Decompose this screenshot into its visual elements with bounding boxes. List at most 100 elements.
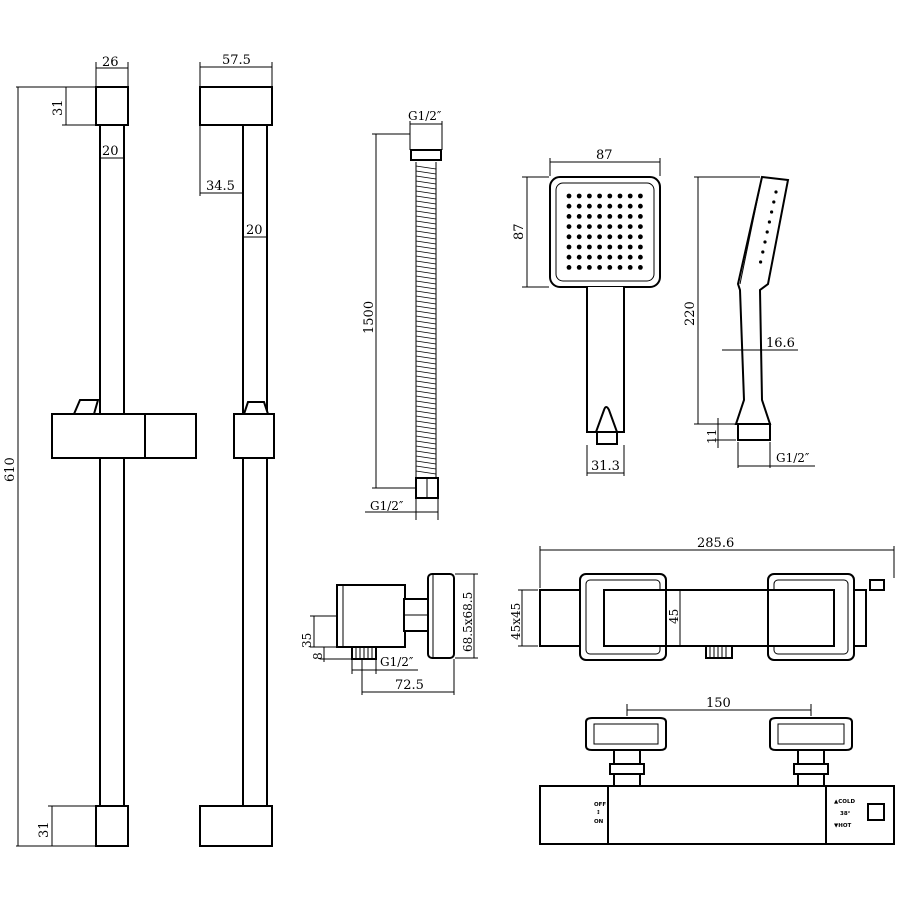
hose-rib [415,410,437,415]
dim-valve-length: 285.6 [697,536,734,551]
hose-rib [415,450,437,455]
hose-rib [415,260,437,265]
hose-rib [415,335,437,340]
valve-top-view [539,573,885,661]
nozzle-dot [587,214,592,219]
hose-rib [415,295,437,300]
side-top-bracket [199,86,273,126]
label-off: OFF [594,802,606,808]
nozzle-dot [607,234,613,240]
nozzle-dot [597,234,602,240]
valve-body-centre [607,785,827,845]
nozzle-dot [576,254,582,260]
hose-rib [415,390,437,395]
hose-rib [415,425,437,430]
handset-side-connector [737,423,771,441]
valve-handle-right-hub [767,589,835,647]
nozzle-dot [566,254,572,260]
hose-rib [415,230,437,235]
nozzle-dot [587,234,592,240]
hose-rib [415,175,437,180]
nozzle-dot [587,244,592,250]
dim-total-height: 610 [3,457,18,482]
nozzle-dot [617,193,623,199]
nozzle-dot [627,203,633,209]
nozzle-dot [597,203,602,209]
hose-rib [415,190,437,195]
hose-rib [415,165,437,170]
dim-hose-length: 1500 [362,301,377,334]
dim-valve-body-height: 45 [667,609,681,624]
nozzle-dot [597,244,602,250]
hose-rib [415,250,437,255]
side-nozzle-dot [761,250,765,254]
side-nozzle-dot [763,240,767,244]
hose-rib [415,240,437,245]
spray-nozzles [566,193,643,270]
nozzle-dot [617,254,623,260]
side-nozzle-dot [770,210,774,214]
label-on: ON [594,819,604,825]
elbow-dimensions: 35 8 G1/2″ 72.5 68.5x68.5 [300,573,478,695]
nozzle-dot [627,214,633,219]
side-slider-holder [242,401,270,415]
hose-rib [415,380,437,385]
hand-shower-side [734,175,790,441]
nozzle-dot [638,234,643,240]
nozzle-dot [597,265,602,270]
nozzle-dot [627,265,633,270]
nozzle-dot [566,224,572,230]
dim-valve-profile: 45x45 [509,603,523,640]
hose-rib [415,285,437,290]
riser-slider [51,413,197,459]
side-nozzle-dot [772,200,776,204]
hose-rib [415,275,437,280]
hose-rib [415,465,437,470]
valve-top-cap [869,579,885,591]
hose-rib [415,460,437,465]
dim-connector-height: 11 [705,429,719,444]
nozzle-dot [576,214,582,219]
hose-rib [415,440,437,445]
nozzle-dot [627,254,633,260]
nozzle-dot [566,193,572,199]
nozzle-dot [566,265,572,270]
nozzle-dot [576,224,582,230]
nozzle-dot [638,224,643,230]
hose-rib [415,195,437,200]
nozzle-dot [638,193,643,199]
hose-rib [415,220,437,225]
hose-rib [415,470,437,475]
dim-side-depth: 57.5 [222,53,251,68]
nozzle-dot [597,254,602,260]
riser-rail-front [51,86,197,847]
dim-elbow-thread: G1/2″ [380,655,414,669]
nozzle-dot [587,265,592,270]
side-nozzle-dot [767,220,772,224]
elbow-body [336,584,406,648]
dim-hose-bottom-thread: G1/2″ [370,499,404,513]
valve-front-handle-left [585,717,667,751]
nozzle-dot [617,214,623,219]
slider-holder [72,399,100,415]
label-cold: ▲COLD [834,799,855,805]
dim-bar-diameter: 20 [102,144,119,159]
hose-rib [415,235,437,240]
nozzle-dot [587,224,592,230]
nozzle-dot [638,265,643,270]
outlet-elbow [336,573,455,660]
nozzle-dot [607,254,613,260]
hose-rib [415,345,437,350]
nozzle-dot [617,234,623,240]
side-nozzle-dot [759,260,763,264]
hose-rib [415,185,437,190]
hose-rib [415,370,437,375]
dim-wall-offset: 34.5 [206,179,235,194]
hose-rib [415,365,437,370]
handset-connector [594,406,619,433]
nozzle-dot [638,214,643,219]
handset-side-dimensions: 220 16.6 11 G1/2″ [683,176,815,468]
hose-rib [415,265,437,270]
nozzle-dot [617,224,623,230]
